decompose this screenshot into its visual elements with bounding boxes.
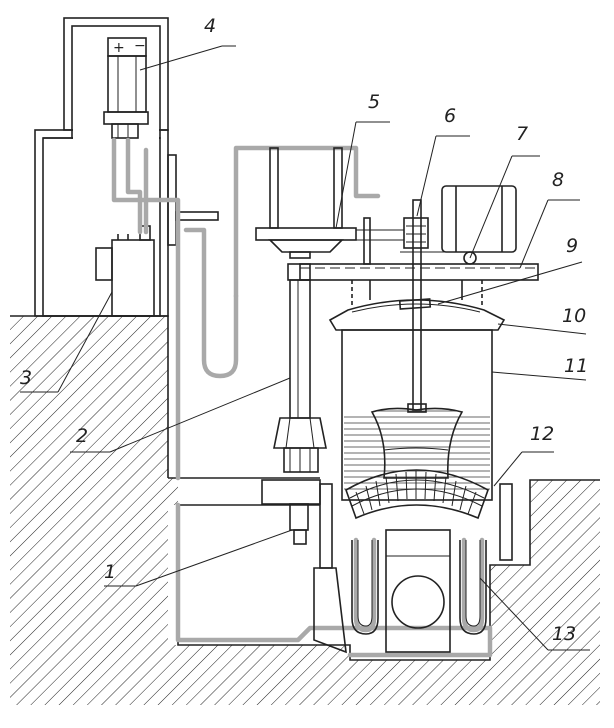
leader-10 [497,323,587,335]
label-2: 2 [76,425,88,447]
battery-minus-sign: − [134,38,146,54]
label-13: 13 [552,623,576,645]
label-6: 6 [444,105,456,127]
label-12: 12 [530,423,554,445]
pipe-b [125,137,143,235]
inductor-segments [355,471,477,515]
beam-8 [299,263,539,281]
callout-labels: 4 5 6 7 8 9 10 11 12 13 3 2 1 [20,15,588,645]
pit-wall [168,477,320,506]
upper-housing-outline [63,17,169,131]
label-7: 7 [516,123,528,145]
motor-7 [400,185,517,265]
column-2 [273,263,327,473]
leader-8 [519,199,549,269]
base-1 [261,479,321,545]
battery-plus-sign: + [113,40,125,56]
leader-13 [479,577,549,651]
melt-cavity [370,407,464,479]
label-4: 4 [204,15,216,37]
pipes [111,137,493,658]
label-3: 3 [20,367,32,389]
label-11: 11 [564,355,588,377]
leader-12 [493,451,523,487]
power-unit-4: + − [103,37,149,139]
label-10: 10 [562,305,586,327]
leader-9 [437,261,583,305]
lid-10 [328,280,506,331]
label-9: 9 [566,235,578,257]
pit-equipment [313,483,513,654]
leader-1 [135,529,293,587]
leader-6 [416,135,437,217]
label-5: 5 [368,91,380,113]
leader-7 [469,155,513,259]
leader-3 [57,291,113,393]
control-box-3 [95,225,155,317]
leader-lines [20,45,590,651]
crucible-11 [341,329,493,501]
ground [10,315,600,705]
hopper-5 [255,147,357,259]
wall-bracket [175,211,219,221]
leader-2 [109,377,291,453]
leader-11 [491,371,587,381]
room-inner-wall [42,137,161,317]
pipe-loop [233,145,381,299]
electrode-right [459,537,487,635]
electrode-left [351,537,379,635]
pipe-loop-down [183,227,239,379]
label-8: 8 [552,169,564,191]
pipe-bottom [175,502,493,658]
pipe-a [111,137,181,481]
label-1: 1 [104,561,116,583]
leader-5 [335,121,357,229]
inductor-arc-9 [345,469,489,520]
stirrer-blade [407,403,427,413]
leader-4 [139,45,223,71]
ground-hatch-right-recess [500,480,530,565]
ground-hatch-left [10,316,600,705]
